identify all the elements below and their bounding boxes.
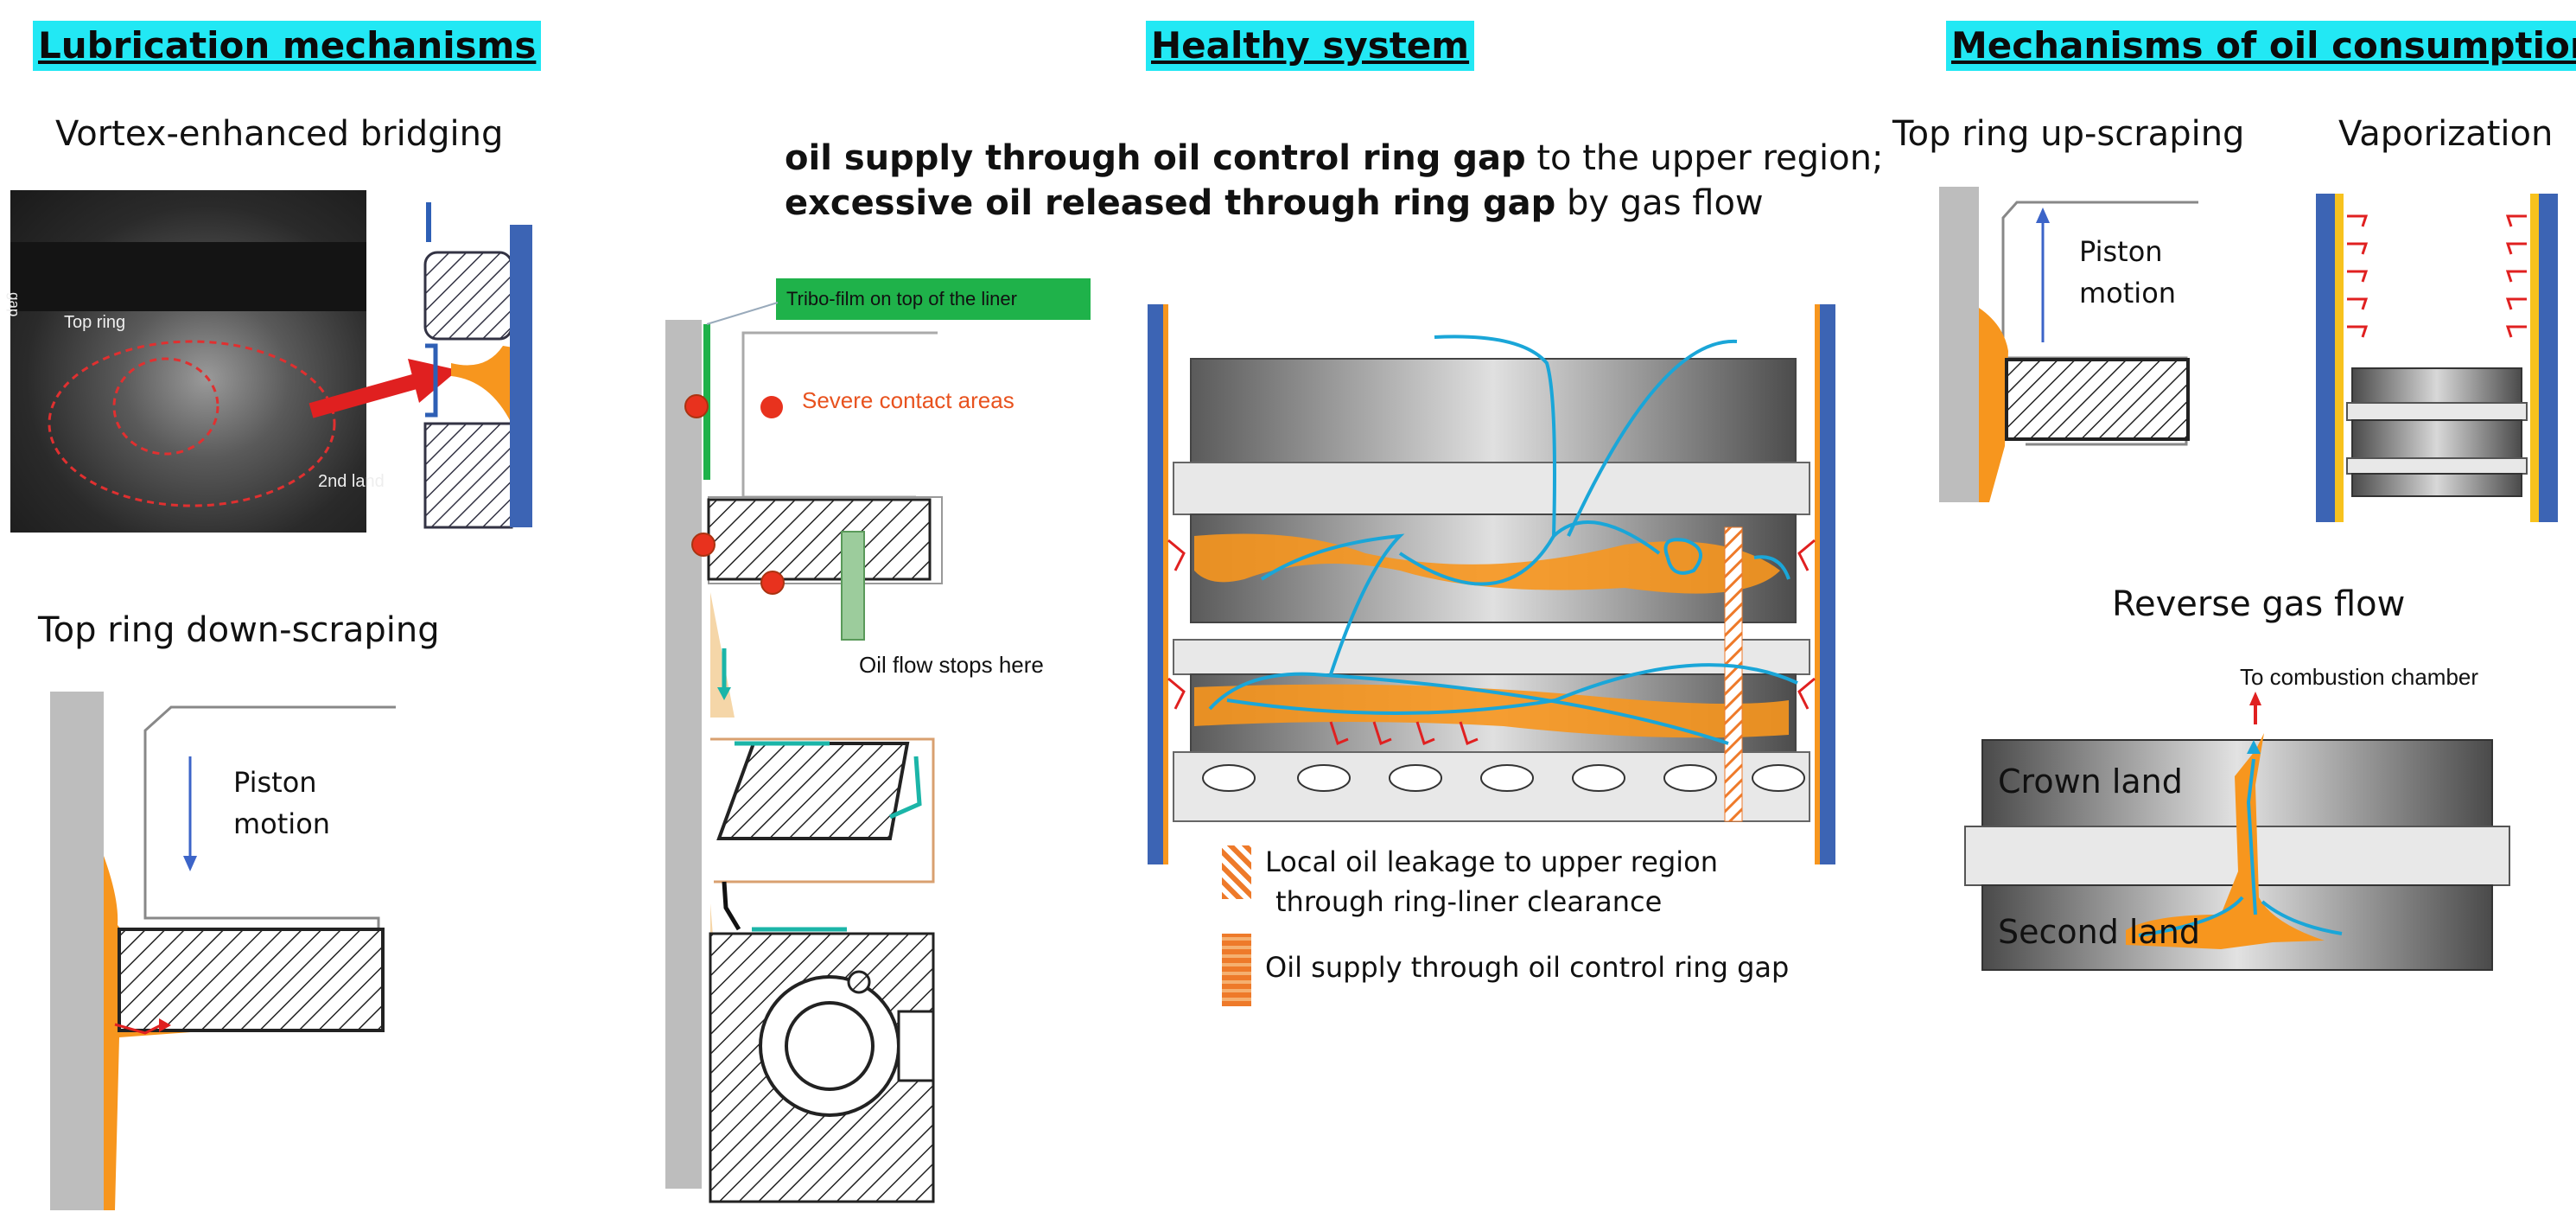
healthy-desc-line2-bold: excessive oil released through ring gap xyxy=(785,183,1556,223)
legend-supply-text: Oil supply through oil control ring gap xyxy=(1265,951,1790,984)
photo-top-ring-label: Top ring xyxy=(64,313,126,332)
healthy-desc-line1-rest: to the upper region; xyxy=(1525,138,1884,178)
down-scraping-diagram xyxy=(50,692,396,1210)
legend-leakage-line2: through ring-liner clearance xyxy=(1275,885,1663,918)
oil-flow-stops-label: Oil flow stops here xyxy=(859,652,1044,678)
down-scraping-title: Top ring down-scraping xyxy=(38,610,440,650)
reverse-gas-title: Reverse gas flow xyxy=(2112,584,2406,624)
up-scraping-piston-label-2: motion xyxy=(2079,277,2177,309)
healthy-desc-line2: excessive oil released through ring gap … xyxy=(785,183,1764,223)
vaporization-title: Vaporization xyxy=(2338,114,2554,154)
severe-contact-label: Severe contact areas xyxy=(802,387,1014,413)
vortex-dashed-outline xyxy=(48,340,336,507)
red-pointer-arrow xyxy=(308,359,458,418)
up-scraping-piston-label-1: Piston xyxy=(2079,235,2163,268)
healthy-desc-line1: oil supply through oil control ring gap … xyxy=(785,138,1883,178)
photo-second-land-label: 2nd land xyxy=(318,472,385,491)
vortex-photo: gap Top ring 2nd land xyxy=(6,190,385,533)
second-land-label: Second land xyxy=(1998,913,2200,951)
up-scraping-title: Top ring up-scraping xyxy=(1892,114,2245,154)
vortex-bridging-title: Vortex-enhanced bridging xyxy=(55,114,504,154)
reverse-gas-diagram xyxy=(1964,692,2510,971)
vaporization-diagram xyxy=(2316,194,2558,522)
crown-land-label: Crown land xyxy=(1998,762,2183,801)
piston-ring-flow-diagram xyxy=(1148,304,1835,864)
up-scraping-diagram xyxy=(1939,187,2198,502)
down-scraping-piston-label-1: Piston xyxy=(233,766,317,799)
legend-leakage-line1: Local oil leakage to upper region xyxy=(1265,845,1718,878)
legend-supply-swatch xyxy=(1222,934,1251,1006)
down-scraping-piston-label-2: motion xyxy=(233,807,331,840)
healthy-desc-line2-rest: by gas flow xyxy=(1555,183,1764,223)
severe-contact-legend-dot xyxy=(760,396,783,418)
healthy-desc-line1-bold: oil supply through oil control ring gap xyxy=(785,138,1526,178)
legend-leakage-swatch xyxy=(1222,845,1251,899)
header-mechanisms-oil-consumption: Mechanisms of oil consumption xyxy=(1946,21,2576,71)
tribo-film-label: Tribo-film on top of the liner xyxy=(776,278,1091,320)
vortex-ring-section xyxy=(423,202,532,529)
to-combustion-label: To combustion chamber xyxy=(2240,664,2479,690)
header-healthy-system: Healthy system xyxy=(1146,21,1475,71)
header-lubrication-mechanisms: Lubrication mechanisms xyxy=(33,21,542,71)
ring-pack-side-diagram xyxy=(665,302,943,1203)
